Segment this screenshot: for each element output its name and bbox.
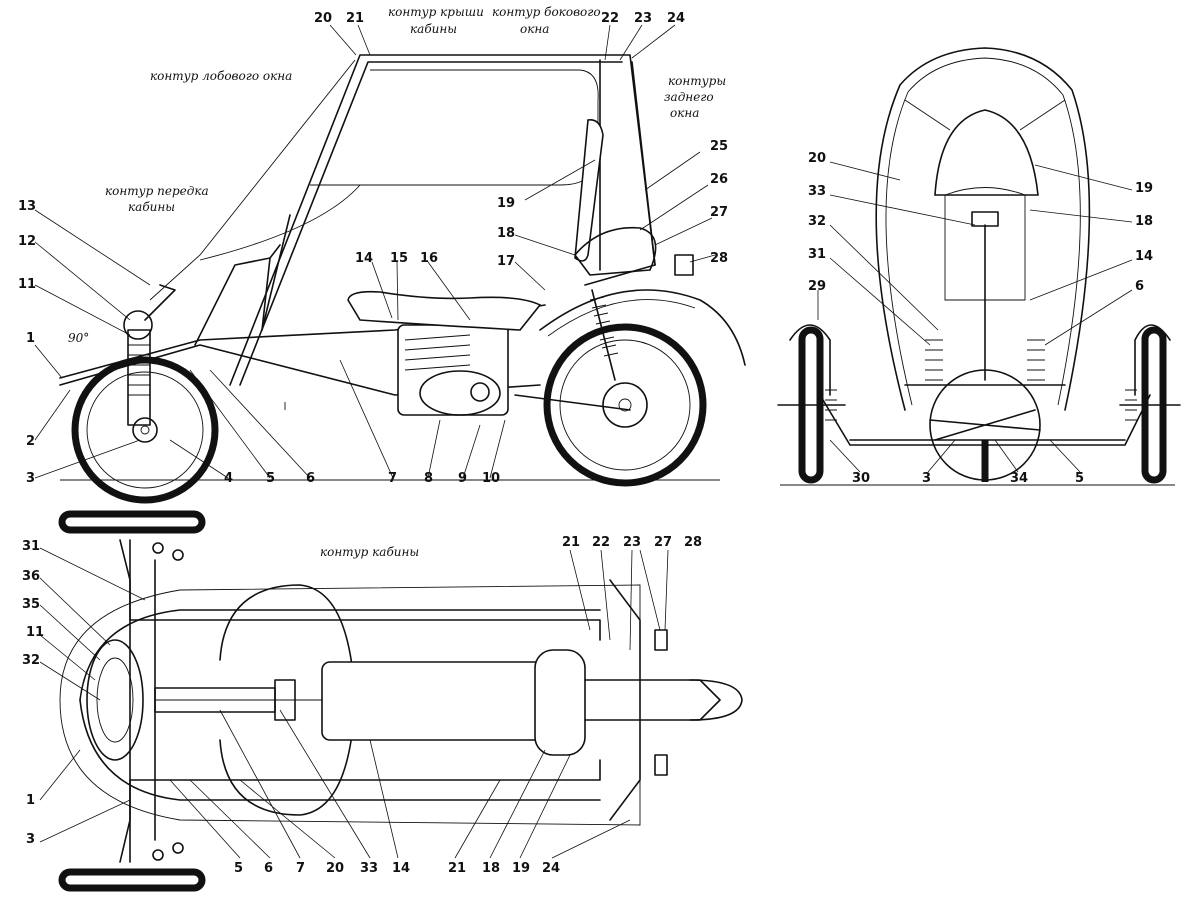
top-view (58, 510, 743, 892)
callout: 30 (852, 471, 870, 486)
callout: 18 (1135, 214, 1153, 229)
callout: 3 (26, 471, 35, 486)
callout: 32 (808, 214, 826, 229)
callout: 6 (306, 471, 315, 486)
callout: 5 (1075, 471, 1084, 486)
callout: 19 (497, 196, 515, 211)
callouts-front: 20 33 32 31 29 19 18 14 6 30 3 34 5 (808, 151, 1153, 486)
callout: 28 (684, 535, 702, 550)
callout: 22 (592, 535, 610, 550)
callouts-side: 20 21 22 23 24 25 26 27 28 19 18 17 14 1… (18, 11, 728, 486)
captions: контур крыши кабины контур бокового окна… (68, 5, 726, 559)
callout: 3 (922, 471, 931, 486)
callout: 36 (22, 569, 40, 584)
callout: 34 (1010, 471, 1028, 486)
front-left-wheel (777, 324, 846, 484)
callout: 25 (710, 139, 728, 154)
callout: 28 (710, 251, 728, 266)
callout: 33 (360, 861, 378, 876)
callout: 5 (266, 471, 275, 486)
caption-windshield: контур лобового окна (150, 69, 292, 83)
callout: 3 (26, 832, 35, 847)
callout: 23 (634, 11, 652, 26)
callout: 35 (22, 597, 40, 612)
callout: 6 (264, 861, 273, 876)
caption-side-window-1: контур бокового (492, 5, 601, 19)
callout: 22 (601, 11, 619, 26)
callout: 7 (296, 861, 305, 876)
callout: 14 (392, 861, 410, 876)
top-left-wheel (58, 510, 206, 621)
callout: 24 (542, 861, 560, 876)
caption-rear-window-2: заднего (664, 90, 714, 104)
callout: 18 (497, 226, 515, 241)
callout: 19 (1135, 181, 1153, 196)
callout: 26 (710, 172, 728, 187)
callout: 6 (1135, 279, 1144, 294)
callout: 31 (22, 539, 40, 554)
callout: 20 (326, 861, 344, 876)
caption-cabin: контур кабины (320, 545, 419, 559)
callout: 20 (314, 11, 332, 26)
callout: 11 (18, 277, 36, 292)
caption-cabin-front-1: контур передка (105, 184, 209, 198)
rear-shock-side (589, 289, 619, 381)
callout: 24 (667, 11, 685, 26)
callout: 12 (18, 234, 36, 249)
caption-rear-window-1: контуры (668, 74, 726, 88)
callout: 29 (808, 279, 826, 294)
callout: 33 (808, 184, 826, 199)
front-wheel-side (71, 356, 219, 504)
callout: 16 (420, 251, 438, 266)
callout: 1 (26, 793, 35, 808)
callout: 21 (448, 861, 466, 876)
caption-angle: 90° (68, 331, 89, 345)
callout: 19 (512, 861, 530, 876)
callout: 14 (1135, 249, 1153, 264)
engine-side (397, 324, 509, 416)
callout: 10 (482, 471, 500, 486)
callout: 23 (623, 535, 641, 550)
caption-cabin-front-2: кабины (128, 200, 175, 214)
callout: 2 (26, 434, 35, 449)
callout: 18 (482, 861, 500, 876)
callout: 21 (562, 535, 580, 550)
front-right-wheel (1119, 324, 1181, 484)
callout: 9 (458, 471, 467, 486)
callout: 11 (26, 625, 44, 640)
callout: 27 (710, 205, 728, 220)
caption-roof-1: контур крыши (388, 5, 484, 19)
rear-wheel-side (543, 323, 707, 487)
callout: 31 (808, 247, 826, 262)
callout: 14 (355, 251, 373, 266)
callout: 5 (234, 861, 243, 876)
front-fork-side (123, 284, 176, 426)
callout: 27 (654, 535, 672, 550)
leader-lines (34, 24, 1133, 859)
callout: 32 (22, 653, 40, 668)
callout: 7 (388, 471, 397, 486)
callout: 15 (390, 251, 408, 266)
side-view (59, 54, 746, 504)
callout: 17 (497, 254, 515, 269)
caption-side-window-2: окна (520, 22, 549, 36)
caption-rear-window-3: окна (670, 106, 699, 120)
callout: 4 (224, 471, 233, 486)
callout: 1 (26, 331, 35, 346)
callouts-top: 31 36 35 11 32 1 3 21 22 23 27 28 5 6 7 … (22, 535, 702, 876)
caption-roof-2: кабины (410, 22, 457, 36)
callout: 20 (808, 151, 826, 166)
front-view (777, 47, 1181, 486)
callout: 21 (346, 11, 364, 26)
callout: 13 (18, 199, 36, 214)
callout: 8 (424, 471, 433, 486)
top-right-wheel (58, 779, 206, 892)
